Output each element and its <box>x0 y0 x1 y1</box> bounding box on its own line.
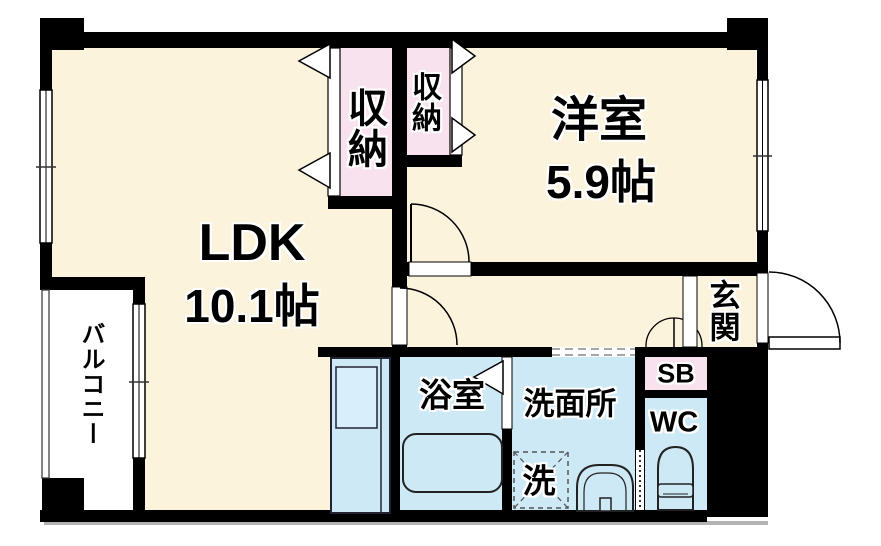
wall <box>757 230 768 275</box>
wall <box>645 390 707 398</box>
wall <box>40 18 84 50</box>
wall <box>635 357 645 513</box>
wall <box>502 429 512 513</box>
wall <box>133 457 145 511</box>
wc-door-icon <box>636 450 644 510</box>
wall <box>392 262 768 276</box>
sink-icon <box>576 464 634 512</box>
entrance-door-icon <box>756 271 841 350</box>
wall <box>328 196 407 209</box>
entrance-step <box>682 275 698 348</box>
wall <box>40 48 52 92</box>
window-icon <box>36 89 56 244</box>
window-icon <box>753 79 772 232</box>
closet-folding-door-icon <box>297 42 341 197</box>
wall <box>40 510 707 522</box>
room-shoe-box <box>645 357 707 390</box>
solid-block <box>707 347 768 517</box>
washing-machine-pan-icon <box>513 451 569 509</box>
wall <box>390 357 400 513</box>
door-swing-icon <box>408 203 472 277</box>
wall <box>133 288 145 306</box>
dashed-opening <box>552 347 635 357</box>
toilet-icon <box>657 445 694 511</box>
wall <box>318 347 768 357</box>
wall <box>407 155 462 167</box>
balcony-railing <box>41 289 50 479</box>
wall <box>757 48 768 81</box>
wall <box>42 478 84 511</box>
bathtub-icon <box>402 433 503 493</box>
room-balcony <box>44 288 133 510</box>
closet-folding-door-icon <box>449 37 477 156</box>
kitchen-counter-icon <box>330 357 391 514</box>
bath-folding-door-icon <box>472 356 513 430</box>
door-swing-icon <box>391 286 458 346</box>
wall <box>727 18 768 50</box>
ground-shadow <box>44 521 768 525</box>
window-icon <box>129 303 149 459</box>
wall <box>392 32 407 288</box>
wall <box>40 277 145 290</box>
